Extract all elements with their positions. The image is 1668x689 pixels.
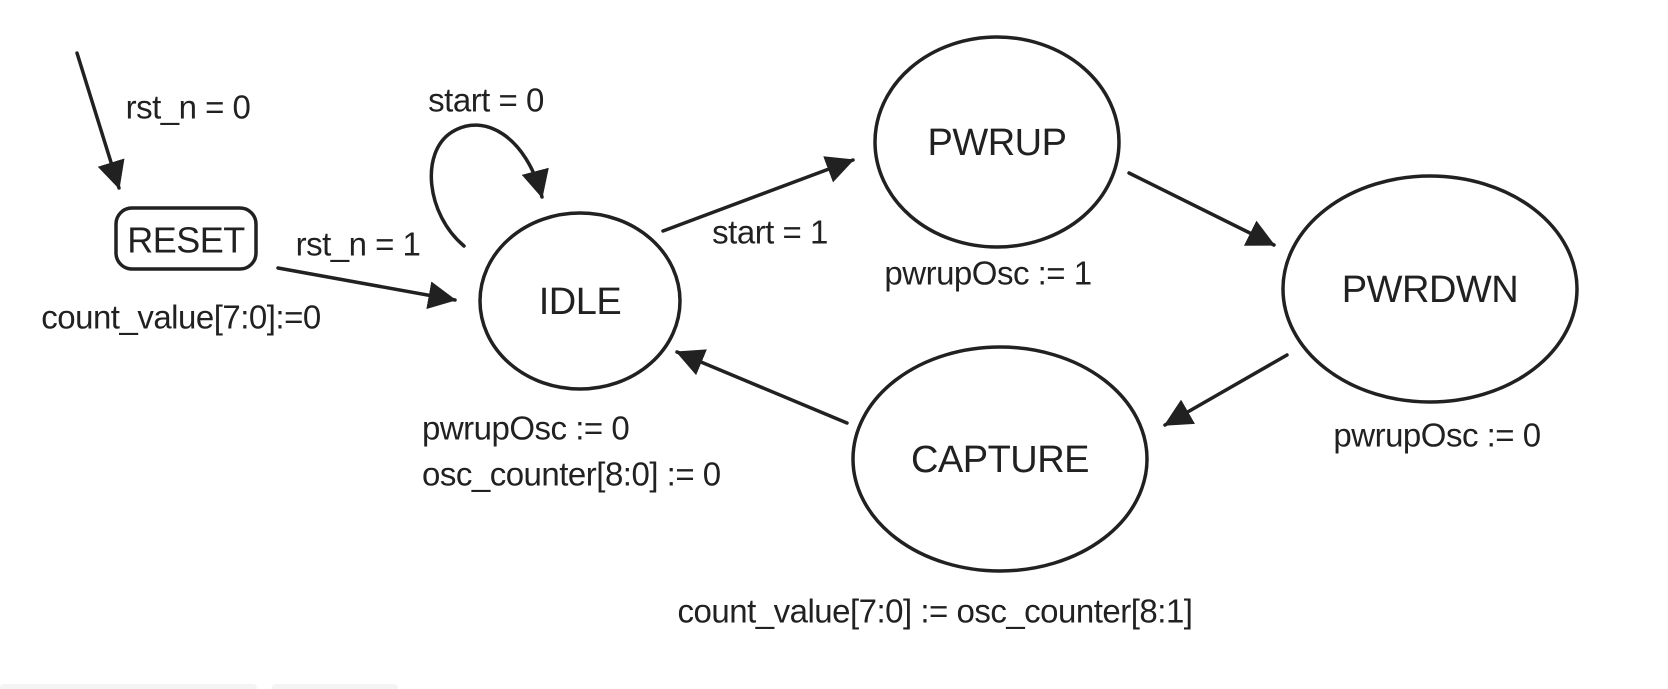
action-label-idle-2: osc_counter[8:0] := 0	[422, 456, 721, 493]
action-label-capture: count_value[7:0] := osc_counter[8:1]	[678, 593, 1193, 630]
state-node-idle	[478, 211, 682, 391]
entry-arrow	[75, 51, 125, 190]
action-label-idle-1: pwrupOsc := 0	[422, 410, 629, 447]
state-node-pwrdwn	[1281, 174, 1579, 404]
arrow-pwrup-to-pwrdwn	[1127, 171, 1276, 247]
transition-label-start-0: start = 0	[428, 82, 544, 119]
transition-label-start-1: start = 1	[712, 214, 828, 251]
bottom-cutoff-bar-2	[272, 684, 398, 689]
state-node-capture	[851, 345, 1149, 573]
arrow-reset-to-idle	[276, 266, 457, 310]
transition-label-rst-n-1: rst_n = 1	[296, 226, 421, 263]
arrow-pwrdwn-to-capture	[1163, 353, 1289, 427]
arrow-idle-self-loop	[429, 123, 549, 248]
state-label-pwrup: PWRUP	[928, 122, 1067, 164]
state-label-reset: RESET	[127, 220, 245, 261]
state-node-pwrup	[873, 35, 1121, 249]
action-label-pwrdwn: pwrupOsc := 0	[1333, 417, 1540, 454]
state-label-pwrdwn: PWRDWN	[1342, 269, 1518, 311]
action-label-pwrup: pwrupOsc := 1	[884, 255, 1091, 292]
transition-label-rst-n-0: rst_n = 0	[126, 89, 251, 126]
arrow-idle-to-pwrup	[661, 156, 855, 233]
bottom-cutoff-bar-1	[0, 684, 257, 689]
arrow-capture-to-idle	[675, 349, 849, 425]
state-node-reset	[114, 206, 258, 271]
state-label-capture: CAPTURE	[911, 439, 1089, 481]
state-label-idle: IDLE	[539, 281, 621, 323]
action-label-reset: count_value[7:0]:=0	[41, 299, 321, 336]
